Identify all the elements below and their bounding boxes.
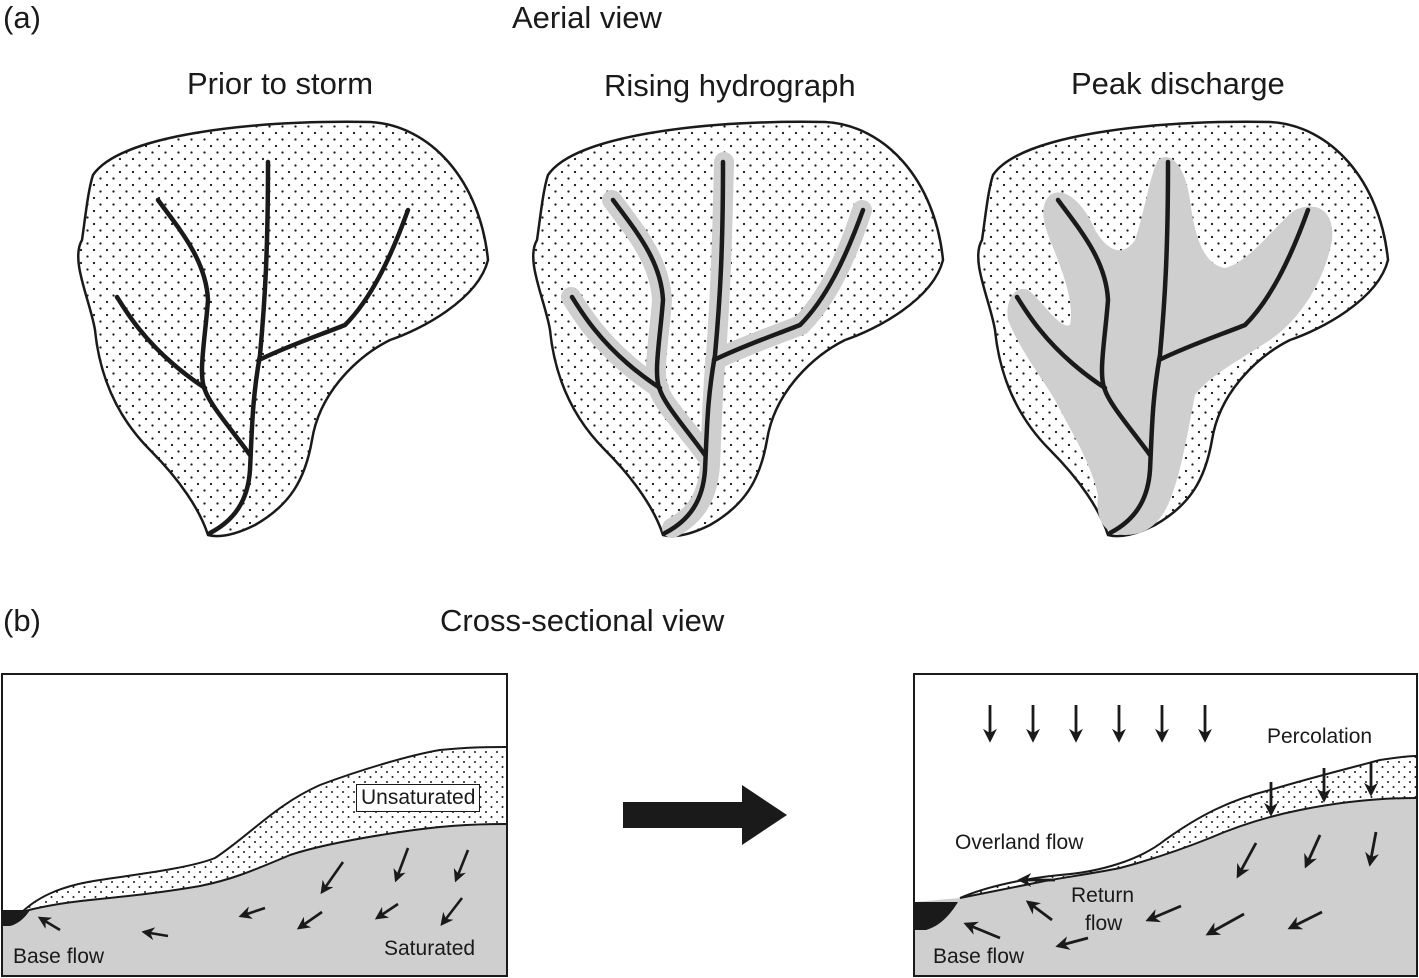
flow-arrow: [1365, 831, 1379, 867]
flow-arrow: [238, 906, 266, 919]
groundwater-flow-arrows: [963, 831, 1379, 950]
flow-arrow: [296, 910, 323, 930]
unsaturated-zone-after: [960, 756, 1416, 898]
saturated-label: Saturated: [384, 937, 476, 960]
unsaturated-label: Unsaturated: [356, 784, 481, 812]
water-table-after: [959, 797, 1417, 899]
stream-network-peak: [1014, 159, 1311, 536]
return-flow-label-line2: flow: [1085, 912, 1123, 935]
cross-section-after: [913, 673, 1418, 977]
panel-title-rising: Rising hydrograph: [604, 68, 856, 103]
ground-surface-after: [959, 755, 1417, 899]
percolation-arrows: [1264, 762, 1378, 817]
part-a-letter: (a): [3, 0, 41, 35]
ground-surface-before: [21, 746, 507, 913]
stream-channel-after: [915, 902, 958, 930]
rain-arrows: [983, 705, 1212, 743]
cross-section-before: [1, 673, 508, 977]
flow-arrow: [141, 927, 169, 941]
aerial-panel-rising: [532, 120, 945, 538]
aerial-panel-peak: [977, 120, 1390, 538]
flow-arrows-before: [37, 847, 470, 941]
saturated-zone-peak: [1007, 156, 1333, 536]
return-flow-label-line1: Return: [1071, 884, 1135, 907]
flow-arrow: [453, 849, 470, 883]
part-b-letter: (b): [3, 603, 41, 638]
flow-arrow: [1055, 936, 1089, 950]
saturated-zone-after: [915, 798, 1416, 975]
stream-channel-before: [3, 910, 30, 926]
overland-flow-label: Overland flow: [955, 831, 1084, 854]
cross-section-title: Cross-sectional view: [440, 603, 725, 638]
flow-arrow: [1287, 910, 1323, 930]
stream-network-prior: [114, 159, 411, 536]
panel-title-prior: Prior to storm: [187, 66, 374, 101]
base-flow-label-left: Base flow: [13, 945, 105, 968]
aerial-view-title: Aerial view: [512, 0, 662, 35]
flow-arrow: [1236, 842, 1258, 879]
flow-arrow: [37, 916, 61, 932]
stream-network-rising: [569, 159, 866, 536]
base-flow-label-right: Base flow: [933, 945, 1025, 968]
percolation-label: Percolation: [1267, 725, 1373, 748]
transition-arrow: [623, 785, 787, 845]
aerial-panel-prior: [77, 120, 490, 538]
flow-arrow: [440, 897, 464, 927]
flow-arrow: [1025, 900, 1053, 922]
panel-title-peak: Peak discharge: [1071, 66, 1285, 101]
flow-arrow: [963, 921, 1001, 940]
saturated-zone-before: [3, 824, 506, 975]
flow-arrow: [1145, 904, 1182, 923]
flow-arrow: [393, 847, 410, 883]
flow-arrow: [374, 902, 399, 920]
flow-arrow: [1304, 834, 1322, 869]
water-table-before: [21, 823, 507, 913]
flow-arrow: [1205, 912, 1245, 936]
watershed-outline-prior: [77, 120, 490, 538]
flow-arrow: [320, 861, 345, 895]
